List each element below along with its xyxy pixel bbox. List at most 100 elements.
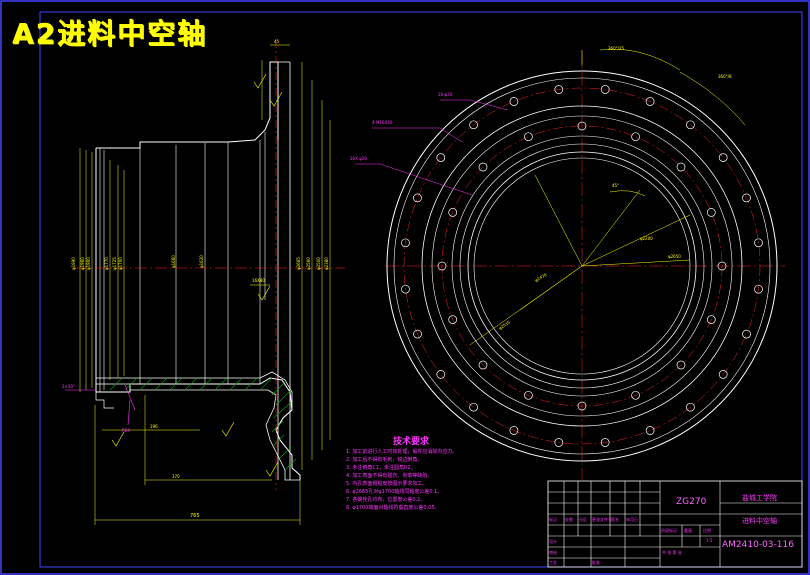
svg-text:φ2500: φ2500 (316, 257, 321, 270)
tb-header-zone: 分区 (579, 517, 587, 522)
svg-text:26X φ28: 26X φ28 (350, 156, 367, 161)
inner-bolt-hole (676, 162, 686, 172)
drawing-frame (39, 11, 803, 568)
outer-bolt-hole (413, 329, 422, 339)
inner-bolt-hole (631, 390, 640, 400)
outer-bolt-hole (686, 120, 695, 130)
tb-stage-label: 阶段标记 (661, 528, 677, 533)
school-name: 盐城工学院 (742, 494, 777, 502)
svg-text:φ1700: φ1700 (118, 257, 123, 270)
tb-process-label: 工艺 (549, 560, 557, 565)
svg-text:2×30°: 2×30° (62, 384, 75, 389)
material-label: ZG270 (676, 497, 707, 507)
svg-text:φ2650: φ2650 (668, 254, 681, 259)
flange-view: 360°/25 360°/8 45° φ2470 φ2515 φ2650 φ22… (350, 46, 785, 480)
tb-header-count: 处数 (565, 517, 573, 522)
tb-header-mark: 标记 (549, 517, 557, 522)
tech-item: 5. 内孔表面粗糙度按图示要求加工。 (346, 481, 428, 487)
outer-bolt-hole (645, 97, 655, 106)
part-name: 进料中空轴 (742, 517, 777, 525)
svg-text:φ2200: φ2200 (640, 236, 653, 241)
outer-bolt-hole (469, 402, 478, 412)
outer-bolt-hole (554, 85, 564, 94)
svg-text:45°: 45° (612, 183, 619, 188)
tech-item: 2. 加工后不得有毛刺，锐边倒角。 (346, 457, 423, 463)
svg-text:φ1990: φ1990 (71, 257, 76, 270)
section-upper-outline (96, 61, 279, 149)
svg-text:φ2560: φ2560 (306, 257, 311, 270)
tech-item: 4. 加工表面不得有碰伤、划痕等缺陷。 (346, 473, 433, 479)
title-block (547, 480, 803, 568)
outer-bolt-hole (509, 426, 519, 435)
outer-bolt-hole (686, 402, 695, 412)
svg-text:196: 196 (150, 424, 158, 429)
inner-bolt-hole (437, 261, 447, 271)
svg-text:φ1900: φ1900 (86, 257, 91, 270)
svg-text:360°/8: 360°/8 (718, 74, 732, 79)
inner-bolt-hole (577, 401, 587, 411)
tb-header-change-doc: 更改文件号 (592, 517, 612, 522)
svg-text:16-φ30: 16-φ30 (438, 92, 453, 97)
inner-bolt-hole (577, 121, 587, 131)
outer-bolt-hole (413, 193, 422, 203)
outer-bolt-hole (754, 238, 763, 248)
tb-design-label: 设计 (549, 539, 557, 544)
inner-bolt-hole (706, 315, 716, 324)
outer-bolt-hole (436, 370, 446, 379)
tech-item: 6. φ2665孔对φ1700轴线同轴度公差0.1。 (346, 489, 443, 495)
svg-text:φ1725: φ1725 (112, 257, 117, 270)
overall-length-dim: 765 (190, 513, 200, 519)
section-view: φ1990 φ1960 φ1900 φ1770 φ1725 φ1700 φ166… (62, 39, 345, 525)
svg-text:4-M16X40: 4-M16X40 (372, 120, 393, 125)
svg-text:φ2665: φ2665 (296, 257, 301, 270)
svg-text:φ1770: φ1770 (104, 257, 109, 270)
outer-bolt-hole (742, 193, 751, 203)
inner-bolt-hole (524, 132, 533, 142)
drawing-title: A2进料中空轴 (12, 17, 208, 50)
tb-weight-label: 重量 (684, 528, 692, 533)
svg-text:φ2380: φ2380 (324, 257, 329, 270)
svg-text:φ1620: φ1620 (199, 255, 204, 268)
outer-bolt-hole (754, 284, 763, 294)
inner-bolt-hole (717, 261, 727, 271)
outer-bolt-hole (718, 370, 728, 379)
outer-bolt-holes (401, 85, 763, 447)
outer-bolt-hole (401, 238, 410, 248)
svg-text:φ2470: φ2470 (534, 272, 548, 283)
inner-bolt-hole (706, 208, 716, 217)
outer-bolt-hole (600, 438, 610, 447)
tech-item: 3. 未注倒角C1，未注圆角R2。 (346, 465, 416, 471)
tech-item: 8. φ1700端面对轴线的垂直度公差0.05。 (346, 505, 440, 511)
tb-scale-value: 1:5 (706, 538, 713, 543)
svg-text:16X80: 16X80 (252, 278, 265, 283)
svg-text:φ2515: φ2515 (498, 319, 512, 331)
tb-header-sign: 签名 (611, 517, 619, 522)
inner-bolt-hole (676, 360, 686, 370)
outer-bolt-hole (645, 426, 655, 435)
inner-bolt-hole (631, 132, 640, 142)
inner-bolt-hole (448, 315, 458, 324)
outer-bolt-hole (554, 438, 564, 447)
outer-bolt-hole (401, 284, 410, 294)
tech-item: 1. 加工前进行人工时效处理，锻件应消除内应力。 (346, 449, 458, 455)
outer-bolt-hole (742, 329, 751, 339)
tb-header-date: 年月日 (626, 517, 638, 522)
inner-bolt-hole (478, 360, 488, 370)
outer-bolt-hole (509, 97, 519, 106)
outer-bolt-hole (718, 153, 728, 162)
tb-sheet-label: 共 张 第 张 (662, 550, 682, 555)
tb-scale-label: 比例 (703, 528, 711, 533)
tb-approve-label: 批准 (592, 560, 600, 565)
outer-bolt-hole (600, 85, 610, 94)
drawing-number: AM2410-03-116 (722, 540, 794, 550)
inner-bolt-hole (478, 162, 488, 172)
svg-text:φ1960: φ1960 (80, 257, 85, 270)
svg-text:R24: R24 (122, 428, 130, 433)
tech-requirements-list: 1. 加工前进行人工时效处理，锻件应消除内应力。 2. 加工后不得有毛刺，锐边倒… (346, 448, 536, 512)
svg-text:370: 370 (172, 474, 180, 479)
svg-text:45: 45 (274, 39, 280, 44)
outer-bolt-hole (436, 153, 446, 162)
tech-requirements-heading: 技术要求 (393, 437, 430, 447)
